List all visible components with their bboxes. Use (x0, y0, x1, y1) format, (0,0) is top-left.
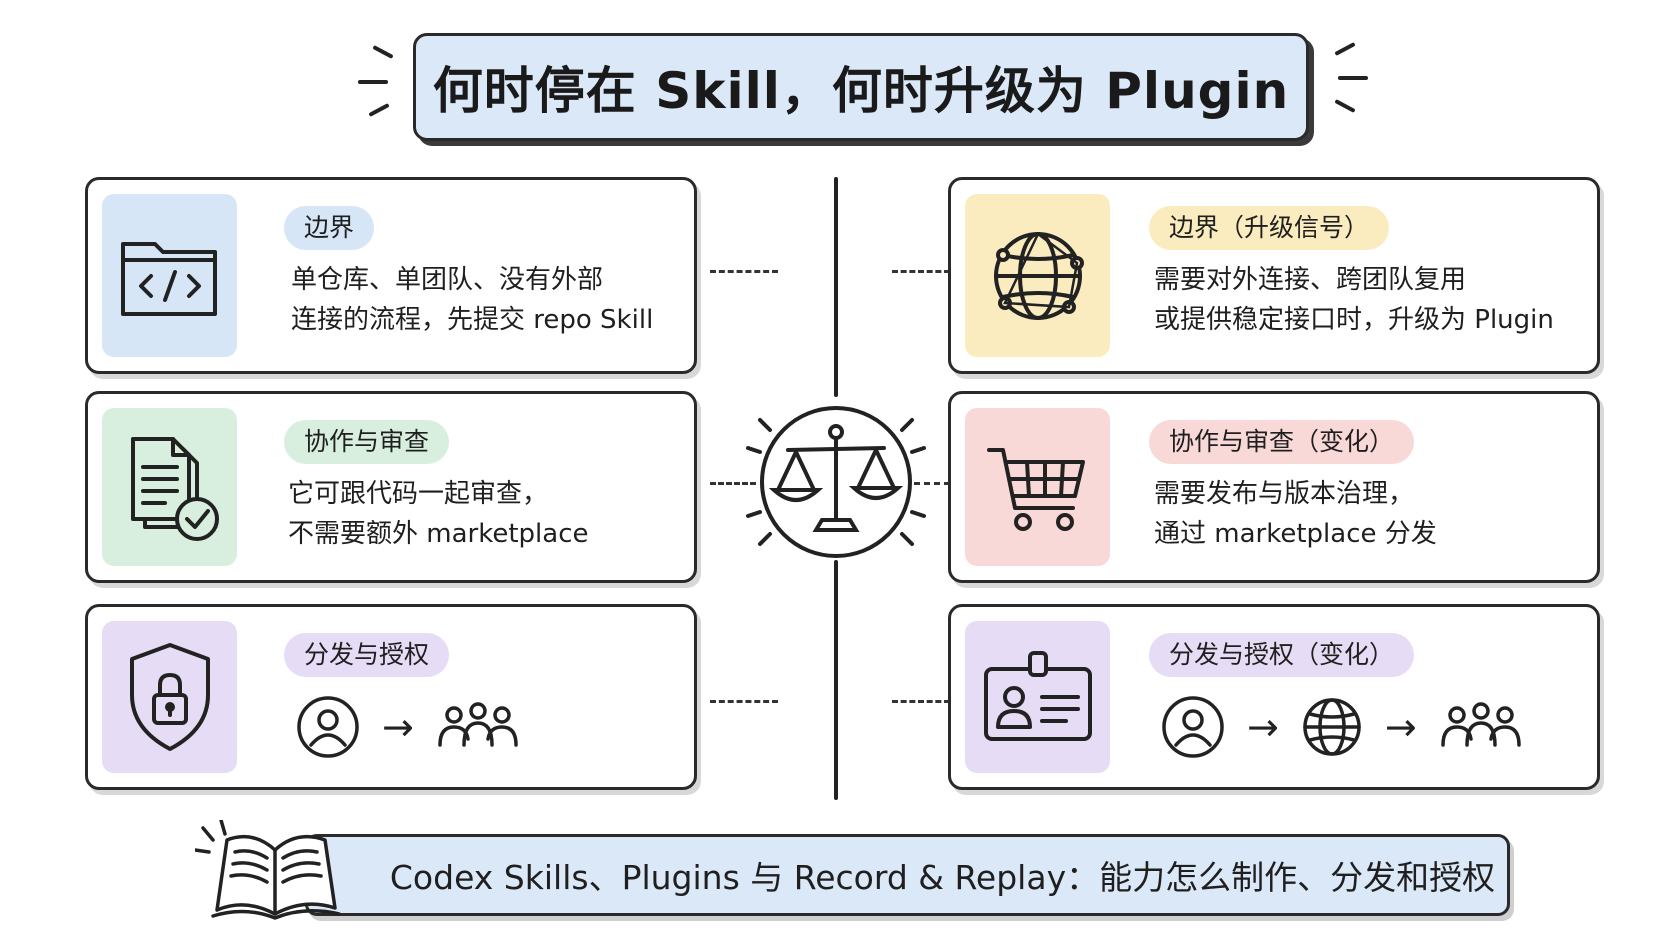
left-card-collaboration: 协作与审查 它可跟代码一起审查， 不需要额外 marketplace (85, 391, 697, 583)
desc-line: 需要发布与版本治理， (1154, 479, 1415, 509)
card-description: 需要对外连接、跨团队复用 或提供稳定接口时，升级为 Plugin (1154, 260, 1554, 340)
shopping-cart-icon (986, 448, 1085, 531)
team-icon (438, 702, 518, 747)
shield-lock-icon (129, 643, 210, 751)
arrow-right-icon: → (1384, 705, 1417, 749)
arrow-right-icon: → (382, 705, 414, 749)
footer-text: Codex Skills、Plugins 与 Record & Replay：能… (389, 858, 1496, 897)
title-spark (1338, 76, 1368, 80)
right-card-collaboration: 协作与审查（变化） 需要发布与版本治理， 通过 marketplace 分发 (948, 391, 1600, 583)
distribution-flow: → (296, 695, 520, 759)
connector-dash (710, 482, 756, 485)
left-card-distribution: 分发与授权 → (85, 604, 697, 790)
connector-dash (914, 482, 950, 485)
tag-pill: 协作与审查（变化） (1149, 420, 1415, 464)
icon-panel (965, 194, 1110, 357)
connector-dash (892, 270, 950, 273)
connector-dash (892, 700, 950, 703)
desc-line: 或提供稳定接口时，升级为 Plugin (1154, 305, 1554, 335)
team-icon (1440, 702, 1521, 747)
tag-pill: 分发与授权（变化） (1149, 633, 1415, 677)
center-divider-bottom (834, 560, 838, 800)
desc-line: 需要对外连接、跨团队复用 (1154, 265, 1467, 295)
icon-panel (102, 408, 237, 566)
globe-network-icon (993, 231, 1084, 320)
tag-pill: 边界（升级信号） (1149, 206, 1390, 250)
right-card-boundary: 边界（升级信号） 需要对外连接、跨团队复用 或提供稳定接口时，升级为 Plugi… (948, 177, 1600, 374)
desc-line: 单仓库、单团队、没有外部 (291, 265, 604, 295)
tag-pill: 协作与审查 (284, 420, 450, 464)
page-title: 何时停在 Skill，何时升级为 Plugin (432, 62, 1290, 120)
globe-icon (1303, 698, 1361, 756)
arrow-right-icon: → (1247, 705, 1279, 749)
user-icon (1162, 696, 1224, 758)
tag-pill: 分发与授权 (284, 633, 450, 677)
icon-panel (965, 621, 1110, 773)
distribution-flow: → → (1161, 695, 1523, 759)
id-badge-icon (983, 651, 1092, 741)
code-folder-icon (120, 241, 217, 316)
tag-pill: 边界 (284, 206, 375, 250)
connector-dash (710, 270, 778, 273)
left-card-boundary: 边界 单仓库、单团队、没有外部 连接的流程，先提交 repo Skill (85, 177, 697, 374)
icon-panel (965, 408, 1110, 566)
title-spark (1334, 99, 1356, 113)
title-spark (358, 80, 388, 84)
card-description: 需要发布与版本治理， 通过 marketplace 分发 (1154, 474, 1437, 554)
card-description: 单仓库、单团队、没有外部 连接的流程，先提交 repo Skill (291, 260, 653, 340)
connector-dash (710, 700, 778, 703)
title-spark (1334, 42, 1356, 56)
title-spark (368, 103, 390, 117)
desc-line: 不需要额外 marketplace (288, 519, 589, 549)
open-book-icon (195, 820, 341, 920)
document-check-icon (130, 437, 219, 541)
footer-banner: Codex Skills、Plugins 与 Record & Replay：能… (305, 834, 1510, 916)
desc-line: 它可跟代码一起审查， (288, 479, 549, 509)
desc-line: 通过 marketplace 分发 (1154, 519, 1437, 549)
right-card-distribution: 分发与授权（变化） → → (948, 604, 1600, 790)
card-description: 它可跟代码一起审查， 不需要额外 marketplace (288, 474, 589, 554)
user-icon (297, 696, 359, 758)
center-divider-top (834, 177, 838, 397)
title-banner: 何时停在 Skill，何时升级为 Plugin (413, 33, 1309, 141)
title-spark (372, 45, 394, 59)
desc-line: 连接的流程，先提交 repo Skill (291, 305, 654, 335)
balance-scale-icon (746, 406, 926, 558)
icon-panel (102, 621, 237, 773)
icon-panel (102, 194, 237, 357)
